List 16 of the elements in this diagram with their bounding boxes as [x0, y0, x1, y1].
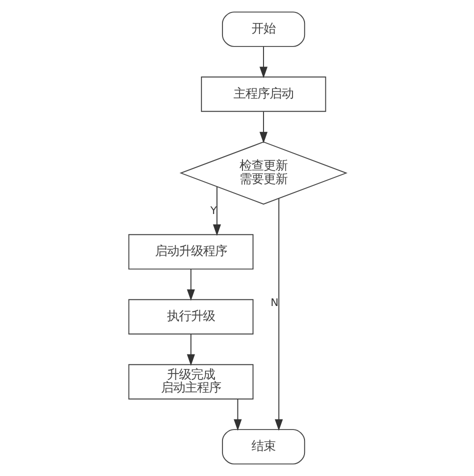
arrow [274, 198, 282, 431]
arrow [259, 111, 268, 144]
node-box: 开始 [221, 12, 305, 47]
arrow [186, 268, 194, 301]
node-diamond: 检查更新 需要更新 [179, 141, 348, 205]
node-box: 启动升级程序 [128, 234, 253, 270]
arrow [212, 186, 220, 236]
node-box: 主程序启动 [200, 76, 326, 112]
edge-label: N [270, 297, 278, 310]
node-box: 升级完成 启动主程序 [128, 364, 253, 400]
node-box: 执行升级 [128, 299, 253, 334]
arrow [259, 46, 268, 78]
edge-label: Y [210, 205, 216, 218]
arrow [186, 334, 194, 366]
arrow [233, 398, 242, 431]
node-box: 结束 [221, 429, 305, 464]
